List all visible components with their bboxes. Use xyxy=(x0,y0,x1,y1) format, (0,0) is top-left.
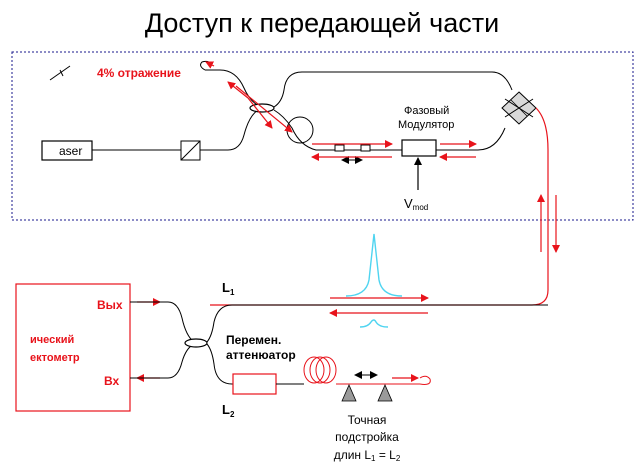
polarization-controller-1 xyxy=(334,144,345,152)
fiber-lower-arm xyxy=(273,109,506,151)
fiber-spool-icon xyxy=(303,356,337,384)
slanted-mark-icon xyxy=(49,65,71,81)
attenuator-label-1: Перемен. xyxy=(226,333,281,347)
fiber-l1-arm xyxy=(206,304,548,343)
translation-stage-right-icon xyxy=(377,384,393,402)
isolator-diagonal xyxy=(180,140,201,161)
fiber-end-curl-lower-icon xyxy=(419,375,431,385)
forward-pulse xyxy=(345,233,403,297)
polarizing-beam-splitter xyxy=(501,91,537,125)
reflection-arrow-tip-left xyxy=(205,61,215,69)
vmod-label: Vmod xyxy=(404,196,428,212)
fiber-upper-arm xyxy=(273,71,513,108)
reflected-pulse xyxy=(359,319,389,328)
phase-modulator-label-1: Фазовый xyxy=(404,105,449,117)
lower-fiber-coupler xyxy=(184,338,208,348)
reflection-arrow-up xyxy=(227,81,249,99)
fiber-loop xyxy=(286,116,314,144)
reflectometer-box xyxy=(15,283,131,412)
fiber-reflectometer-in xyxy=(130,343,195,379)
phase-modulator-box xyxy=(401,139,437,157)
laser-label: aser xyxy=(59,144,82,158)
reflectometer-label-1: ический xyxy=(30,334,74,346)
reflection-arrow-down xyxy=(247,97,273,129)
tuning-label-1: Точная xyxy=(348,413,387,427)
translation-stage-left-icon xyxy=(341,384,357,402)
reflection-label: 4% отражение xyxy=(97,66,181,80)
polarization-controller-2 xyxy=(360,144,371,152)
fiber-l2-arm xyxy=(206,343,233,385)
fiber-isolator-coupler xyxy=(200,107,263,151)
fiber-transmitter-output xyxy=(210,107,549,306)
reflection-arrow-diag xyxy=(235,85,293,133)
fiber-reflection-port xyxy=(205,69,263,109)
input-port-label: Вх xyxy=(104,374,120,388)
page-title: Доступ к передающей части xyxy=(145,8,499,38)
transmitter-enclosure xyxy=(11,51,634,221)
output-port-label: Вых xyxy=(97,298,123,312)
l2-label: L2 xyxy=(222,402,235,419)
attenuator-label-2: аттенюатор xyxy=(226,348,296,362)
variable-attenuator-box xyxy=(232,373,277,395)
phase-modulator-label-2: Модулятор xyxy=(398,119,454,131)
l1-label: L1 xyxy=(222,280,235,297)
fiber-reflectometer-out xyxy=(130,301,195,343)
tuning-label-2: подстройка xyxy=(335,430,399,444)
reflectometer-label-2: ектометр xyxy=(30,352,80,364)
tuning-label-3: длин L1 = L2 xyxy=(334,448,401,463)
